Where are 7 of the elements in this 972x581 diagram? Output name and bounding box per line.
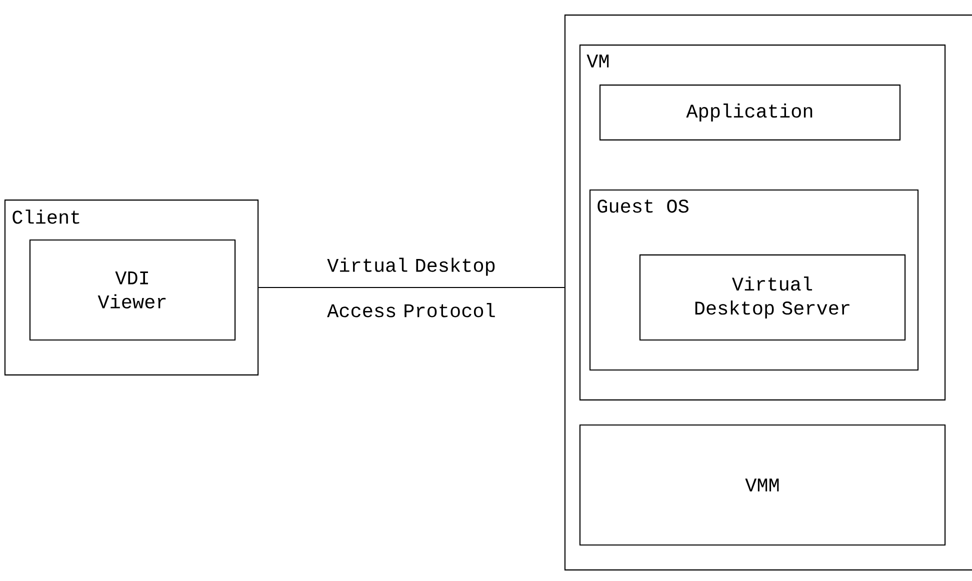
edge-label: Virtual Desktop Access Protocol (327, 258, 495, 318)
application-box: Application (599, 84, 901, 140)
server-box (564, 14, 972, 570)
connector-line (258, 286, 564, 288)
viewer-box: VDI Viewer (29, 239, 236, 341)
vmm-box: VMM (579, 424, 946, 546)
server-box: Virtual Desktop Server (639, 254, 906, 341)
